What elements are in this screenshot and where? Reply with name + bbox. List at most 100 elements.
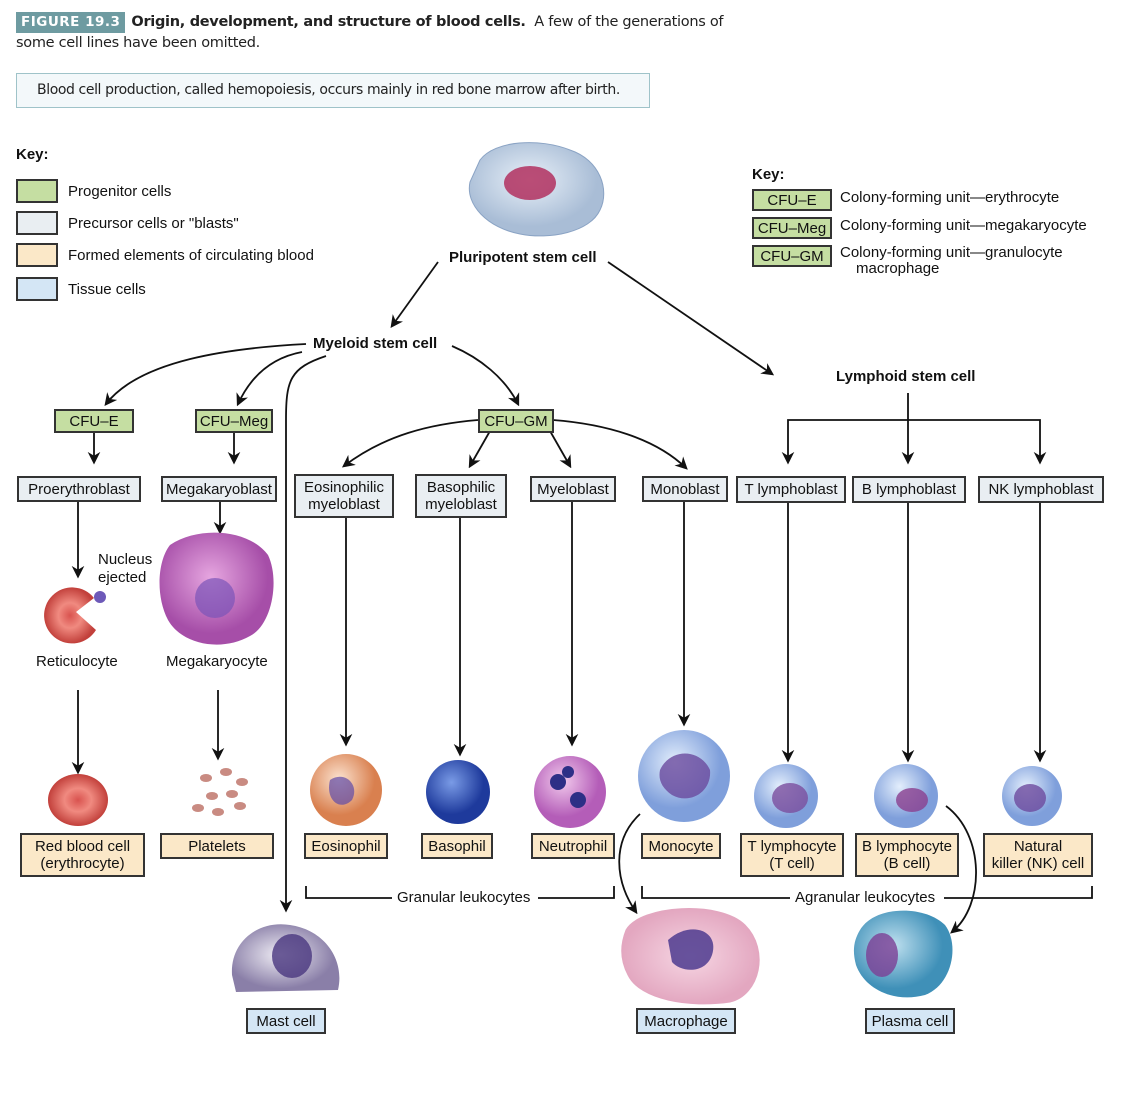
pluripotent-stem-cell-label: Pluripotent stem cell (449, 249, 597, 266)
reticulocyte-label: Reticulocyte (36, 653, 118, 670)
cfu-key: Key: CFU–E Colony-forming unit—erythrocyt… (752, 166, 1087, 283)
arrow-myeloid-to-cfumeg (236, 351, 303, 407)
neutrophil-box: Neutrophil (531, 833, 615, 859)
mast-cell-box: Mast cell (246, 1008, 326, 1034)
box-line: Basophilic (426, 479, 496, 496)
megakaryocyte-label: Megakaryocyte (166, 653, 268, 670)
b-lymphoblast-box: B lymphoblast (852, 476, 966, 503)
caption-text: A few of the generations of some cell li… (16, 14, 724, 51)
monocyte-image (638, 730, 730, 822)
platelets-box: Platelets (160, 833, 274, 859)
lymphoid-stem-cell-label: Lymphoid stem cell (836, 368, 976, 385)
key-label: Formed elements of circulating blood (68, 246, 314, 264)
cfu-meg-box: CFU–Meg (195, 409, 273, 433)
arrow-monocyte-to-macrophage (618, 813, 641, 915)
rbc-box: Red blood cell(erythrocyte) (20, 833, 145, 877)
box-line: T lymphocyte (747, 838, 837, 855)
arrow-myeloid-to-cfugm (451, 345, 520, 407)
platelets-image (192, 768, 248, 816)
bracket-agranular (641, 886, 1093, 899)
box-line: (T cell) (769, 855, 815, 872)
caption-title: Origin, development, and structure of bl… (131, 14, 526, 30)
box-line: Eosinophilic (303, 479, 385, 496)
arrow-cfugm-to-eos (341, 419, 479, 468)
color-key: Key: Progenitor cells Precursor cells or… (16, 146, 314, 305)
box-line: killer (NK) cell (991, 855, 1085, 872)
arrow-cfugm-to-myeloblast (549, 430, 572, 469)
basophil-image (426, 760, 490, 824)
neutrophil-image (534, 756, 606, 828)
key-item-formed: Formed elements of circulating blood (16, 239, 314, 271)
figure-caption: FIGURE 19.3 Origin, development, and stru… (16, 12, 736, 54)
swatch-progenitor (16, 179, 58, 203)
key-title: Key: (752, 166, 785, 183)
cfu-e-box: CFU–E (54, 409, 134, 433)
label-line: ejected (98, 569, 147, 586)
macrophage-image (621, 908, 760, 1005)
arrow-pluripotent-to-myeloid (390, 261, 439, 329)
pluripotent-stem-cell-image (468, 142, 605, 237)
t-cell-box: T lymphocyte(T cell) (740, 833, 844, 877)
box-line: myeloblast (308, 496, 380, 513)
cfu-label: Colony-forming unit—erythrocyte (840, 189, 1060, 206)
cfu-label: Colony-forming unit—megakaryocyte (840, 217, 1087, 234)
megakaryocyte-image (159, 532, 274, 645)
cfu-key-item: CFU–E Colony-forming unit—erythrocyte (752, 189, 1087, 211)
mast-cell-image (231, 924, 340, 992)
monocyte-box: Monocyte (641, 833, 721, 859)
box-line: Red blood cell (34, 838, 131, 855)
arrow-myeloid-to-mast (279, 355, 327, 913)
rbc-image (48, 774, 108, 826)
bracket-granular (305, 886, 615, 899)
eosinophil-box: Eosinophil (304, 833, 388, 859)
reticulocyte-image (44, 587, 106, 644)
arrow-b-to-plasma (945, 805, 977, 934)
nk-lymphoblast-box: NK lymphoblast (978, 476, 1104, 503)
t-lymphoblast-box: T lymphoblast (736, 476, 846, 503)
b-lymphocyte-image (874, 764, 938, 828)
proerythroblast-box: Proerythroblast (17, 476, 141, 502)
arrows (71, 261, 1093, 934)
cfu-label: Colony-forming unit—granulocyte (840, 244, 1063, 261)
nk-cell-image (1002, 766, 1062, 826)
swatch-precursor (16, 211, 58, 235)
key-item-precursor: Precursor cells or "blasts" (16, 207, 314, 239)
granular-leukocytes-label: Granular leukocytes (397, 889, 531, 906)
figure-label: FIGURE 19.3 (16, 12, 126, 33)
plasma-cell-box: Plasma cell (865, 1008, 955, 1034)
agranular-leukocytes-label: Agranular leukocytes (795, 889, 936, 906)
arrow-lymphoid-branches (781, 419, 1047, 465)
box-line: B lymphocyte (861, 838, 953, 855)
basophil-box: Basophil (421, 833, 493, 859)
arrow-pluripotent-to-lymphoid (607, 261, 775, 376)
megakaryoblast-box: Megakaryoblast (161, 476, 277, 502)
arrow-cfugm-to-baso (468, 430, 491, 469)
note-box: Blood cell production, called hemopoiesi… (16, 73, 650, 108)
box-line: myeloblast (425, 496, 497, 513)
key-title: Key: (16, 146, 49, 163)
plasma-cell-image (853, 910, 953, 998)
eosinophil-image (310, 754, 382, 826)
arrow-cfugm-to-monoblast (552, 419, 688, 470)
cfu-abbr: CFU–E (752, 189, 832, 211)
monoblast-box: Monoblast (642, 476, 728, 502)
macrophage-box: Macrophage (636, 1008, 736, 1034)
swatch-tissue (16, 277, 58, 301)
t-lymphocyte-image (754, 764, 818, 828)
arrow-myeloid-to-cfue (104, 343, 307, 406)
swatch-formed (16, 243, 58, 267)
key-label: Tissue cells (68, 280, 146, 298)
box-line: Natural (1013, 838, 1063, 855)
cfu-gm-box: CFU–GM (478, 409, 554, 433)
b-cell-box: B lymphocyte(B cell) (855, 833, 959, 877)
key-item-progenitor: Progenitor cells (16, 175, 314, 207)
myeloid-stem-cell-label: Myeloid stem cell (313, 335, 438, 352)
key-item-tissue: Tissue cells (16, 273, 314, 305)
key-label: Progenitor cells (68, 182, 172, 200)
box-line: (erythrocyte) (40, 855, 125, 872)
